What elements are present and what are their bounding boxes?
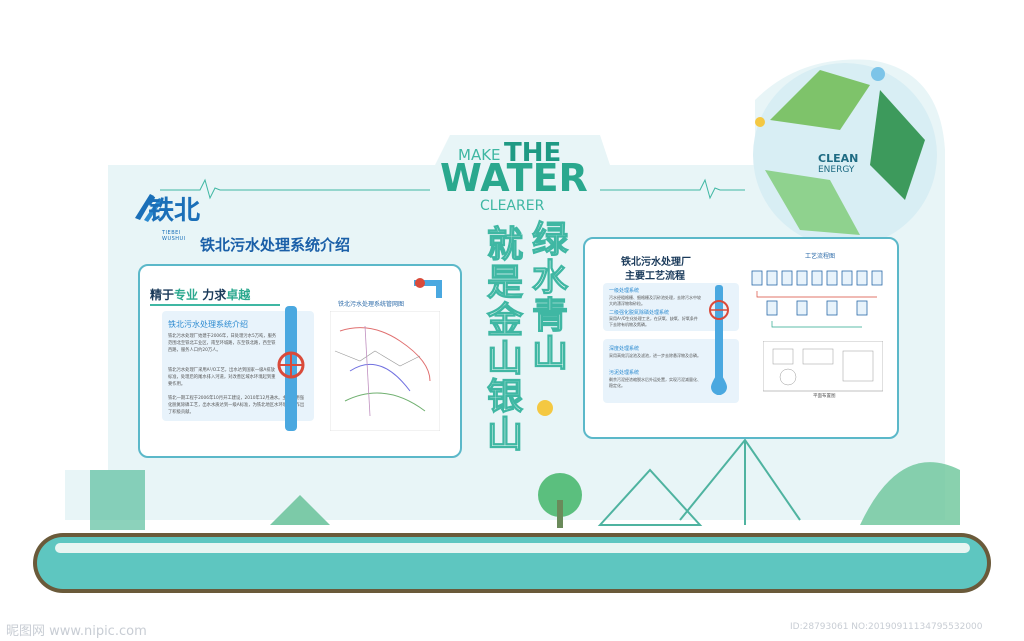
logo: 铁北 TIEBEI WUSHUI — [132, 190, 202, 242]
process-pipe-graphic — [715, 285, 723, 395]
process-title-line1: 铁北污水处理厂 — [621, 257, 691, 268]
intro-heading-underline — [150, 304, 280, 306]
intro-paragraph-3: 铁北一期工程于2006年10月开工建设，2010年12月通水。主要采用强化脱氮除… — [168, 396, 305, 415]
process-title-line2: 主要工艺流程 — [625, 271, 685, 282]
logo-mark-icon — [135, 194, 163, 222]
intro-heading: 精于专业 力求卓越 — [150, 286, 250, 303]
intro-paragraph-1: 铁北污水处理厂始建于2006年，日处理污水5万吨，服务范围北至铁北工业区，南至环… — [168, 334, 277, 353]
intro-panel: 精于专业 力求卓越 铁北污水处理系统介绍 铁北污水处理厂始建于2006年，日处理… — [138, 264, 462, 458]
clean-energy-label: CLEAN ENERGY — [818, 152, 858, 175]
watermark-left: 昵图网 www.nipic.com — [6, 624, 147, 639]
page-title: 铁北污水处理系统介绍 — [200, 236, 351, 254]
plant-layout-plan — [763, 341, 883, 392]
process-panel: 铁北污水处理厂 主要工艺流程 一级处理系统 污水经粗格栅、细格栅及沉砂池处理，去… — [583, 237, 899, 439]
vertical-slogan-2: 就是金山银山 — [480, 224, 522, 453]
slogan-water: WATER — [440, 156, 588, 200]
section2-title: 二级强化脱氮除磷处理系统 — [609, 310, 670, 316]
intro-heading-mid: 力求 — [198, 288, 227, 302]
section2-text: 采用A²/O生化处理工艺，在厌氧、缺氧、好氧条件下去除有机物及氮磷。 — [609, 316, 698, 327]
logo-text: 铁北 — [148, 196, 201, 226]
logo-subtext: TIEBEI WUSHUI — [162, 230, 186, 242]
slogan-clearer: CLEARER — [480, 198, 545, 214]
intro-paragraph-2: 铁北污水处理厂采用A²/O工艺，出水达到国家一级A排放标准，处理后的尾水排入河道… — [168, 368, 276, 387]
section4-title: 污泥处理系统 — [609, 370, 640, 376]
clean-energy-line2: ENERGY — [818, 165, 855, 175]
flow-chart-title: 工艺流程图 — [805, 253, 836, 260]
section1-title: 一级处理系统 — [609, 288, 640, 294]
intro-box-title: 铁北污水处理系统介绍 — [168, 320, 248, 329]
clean-energy-line1: CLEAN — [818, 152, 859, 165]
pipe-network-map — [330, 311, 440, 431]
section3-text: 采用高效沉淀池及滤池，进一步去除悬浮物及总磷。 — [609, 353, 701, 358]
tap-icon — [414, 278, 442, 298]
map-title: 铁北污水处理系统管网图 — [338, 301, 405, 308]
process-valve-icon — [709, 300, 729, 320]
watermark-right: ID:28793061 NO:20190911134795532000 — [790, 622, 983, 632]
slogan-the: THE — [504, 138, 562, 168]
flow-chart — [751, 270, 883, 328]
section3-title: 深度处理系统 — [609, 346, 640, 352]
valve-icon — [277, 351, 305, 379]
plan-title: 平面布置图 — [813, 394, 836, 399]
section4-text: 剩余污泥经浓缩脱水后外运处置，实现污泥减量化、稳定化。 — [609, 377, 701, 388]
water-drop-icon — [711, 371, 727, 395]
intro-heading-prefix: 精于 — [150, 288, 175, 302]
vertical-slogan-1: 绿水青山 — [525, 219, 567, 372]
section1-text: 污水经粗格栅、细格栅及沉砂池处理，去除污水中较大的漂浮物和砂粒。 — [609, 295, 701, 306]
slogan: MAKE THE WATER CLEARER — [440, 138, 600, 218]
intro-heading-highlight1: 专业 — [174, 288, 199, 302]
intro-heading-highlight2: 卓越 — [226, 288, 251, 302]
slogan-make: MAKE — [458, 146, 501, 164]
